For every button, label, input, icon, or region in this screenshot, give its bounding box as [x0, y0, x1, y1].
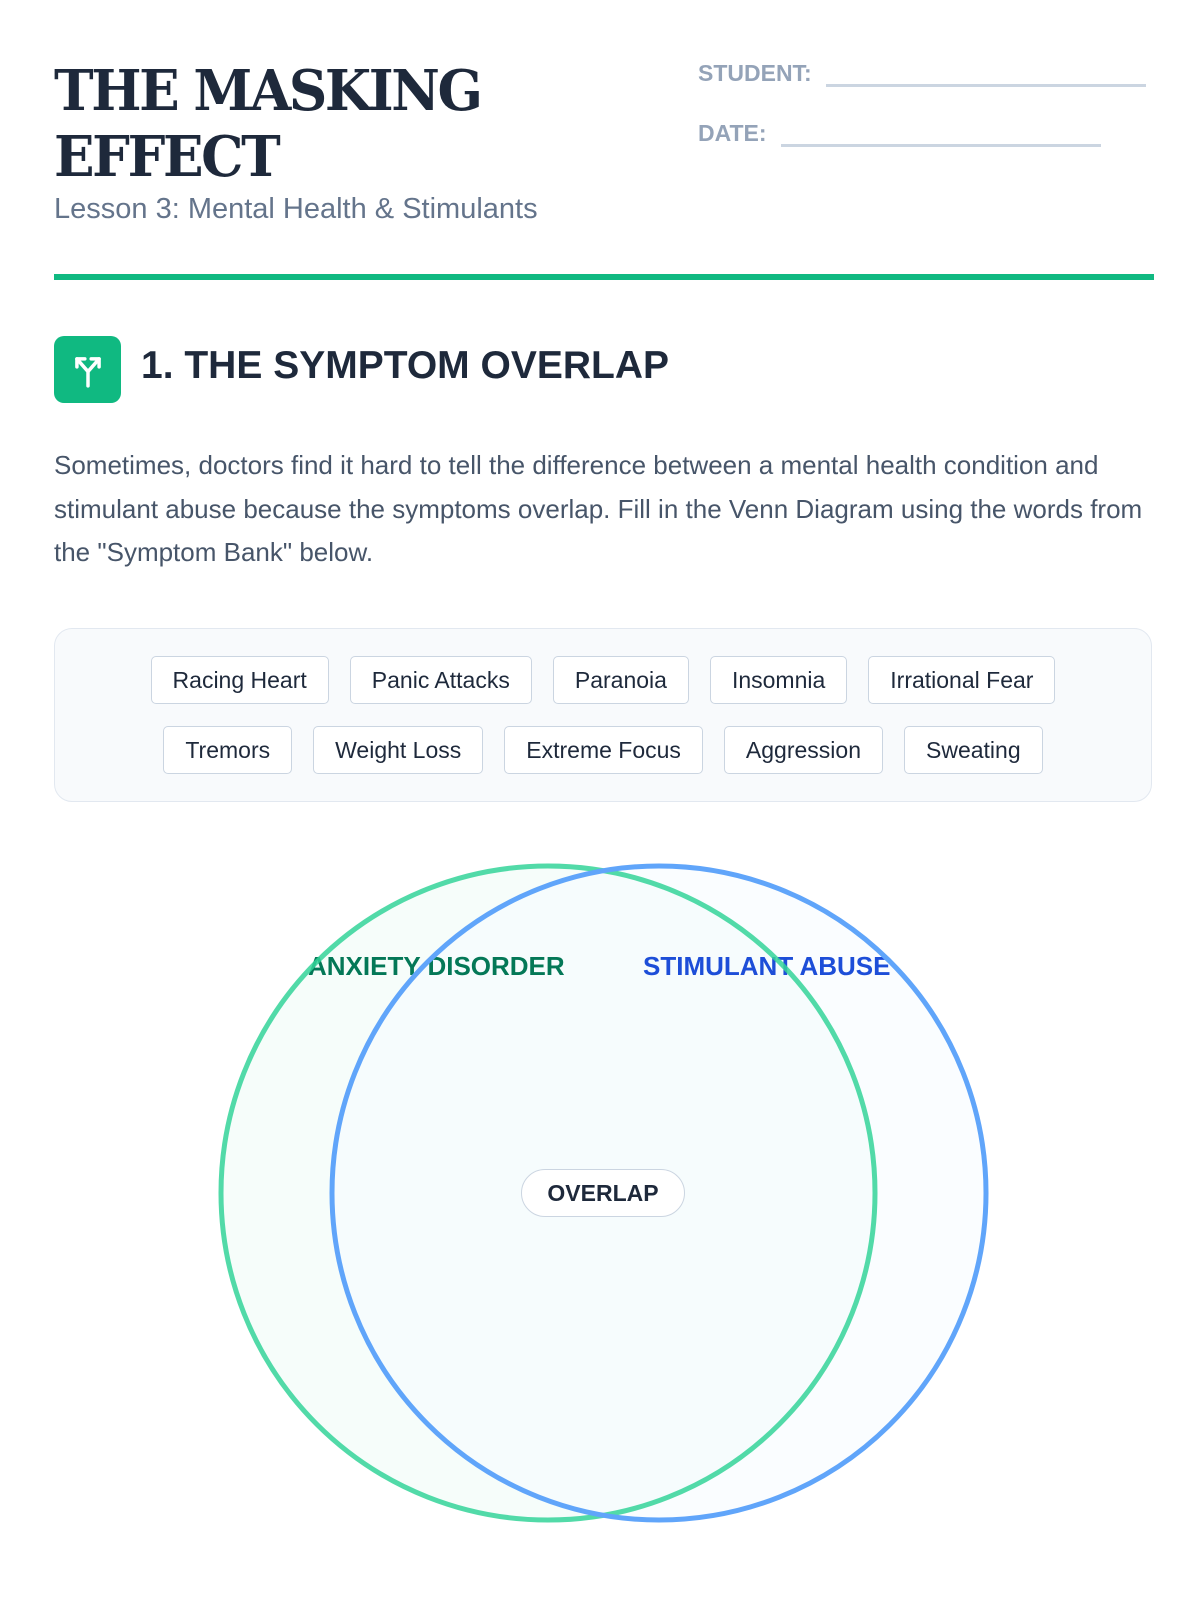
student-label: STUDENT: [698, 60, 812, 86]
symptom-chip[interactable]: Racing Heart [150, 656, 329, 704]
symptom-chip[interactable]: Tremors [163, 726, 293, 774]
symptom-chip[interactable]: Weight Loss [313, 726, 484, 774]
symptom-bank: Racing Heart Panic Attacks Paranoia Insomni… [54, 628, 1152, 802]
student-field: STUDENT: [698, 60, 1146, 87]
instructions-text: Sometimes, doctors find it hard to tell … [54, 450, 1143, 567]
split-arrows-icon [54, 336, 121, 403]
symptom-chip[interactable]: Extreme Focus [504, 726, 703, 774]
date-line[interactable] [780, 143, 1101, 147]
symptom-row: Racing Heart Panic Attacks Paranoia Insomni… [55, 656, 1151, 704]
header-divider [54, 274, 1154, 280]
symptom-chip[interactable]: Aggression [723, 726, 883, 774]
symptom-chip[interactable]: Insomnia [709, 656, 848, 704]
lesson-subtitle: Lesson 3: Mental Health & Stimulants [54, 193, 538, 225]
stimulant-circle [329, 863, 989, 1523]
symptom-row: Tremors Weight Loss Extreme Focus Aggressio… [55, 726, 1151, 774]
symptom-chip[interactable]: Panic Attacks [349, 656, 532, 704]
date-label: DATE: [698, 120, 767, 146]
symptom-chip[interactable]: Paranoia [552, 656, 689, 704]
student-name-line[interactable] [825, 83, 1146, 87]
overlap-label: OVERLAP [521, 1169, 685, 1217]
anxiety-circle [218, 863, 878, 1523]
symptom-chip[interactable]: Irrational Fear [868, 656, 1056, 704]
section-title: 1. THE SYMPTOM OVERLAP [141, 344, 670, 387]
date-field: DATE: [698, 120, 1101, 147]
stimulant-label: STIMULANT ABUSE [643, 951, 890, 981]
symptom-chip[interactable]: Sweating [904, 726, 1043, 774]
